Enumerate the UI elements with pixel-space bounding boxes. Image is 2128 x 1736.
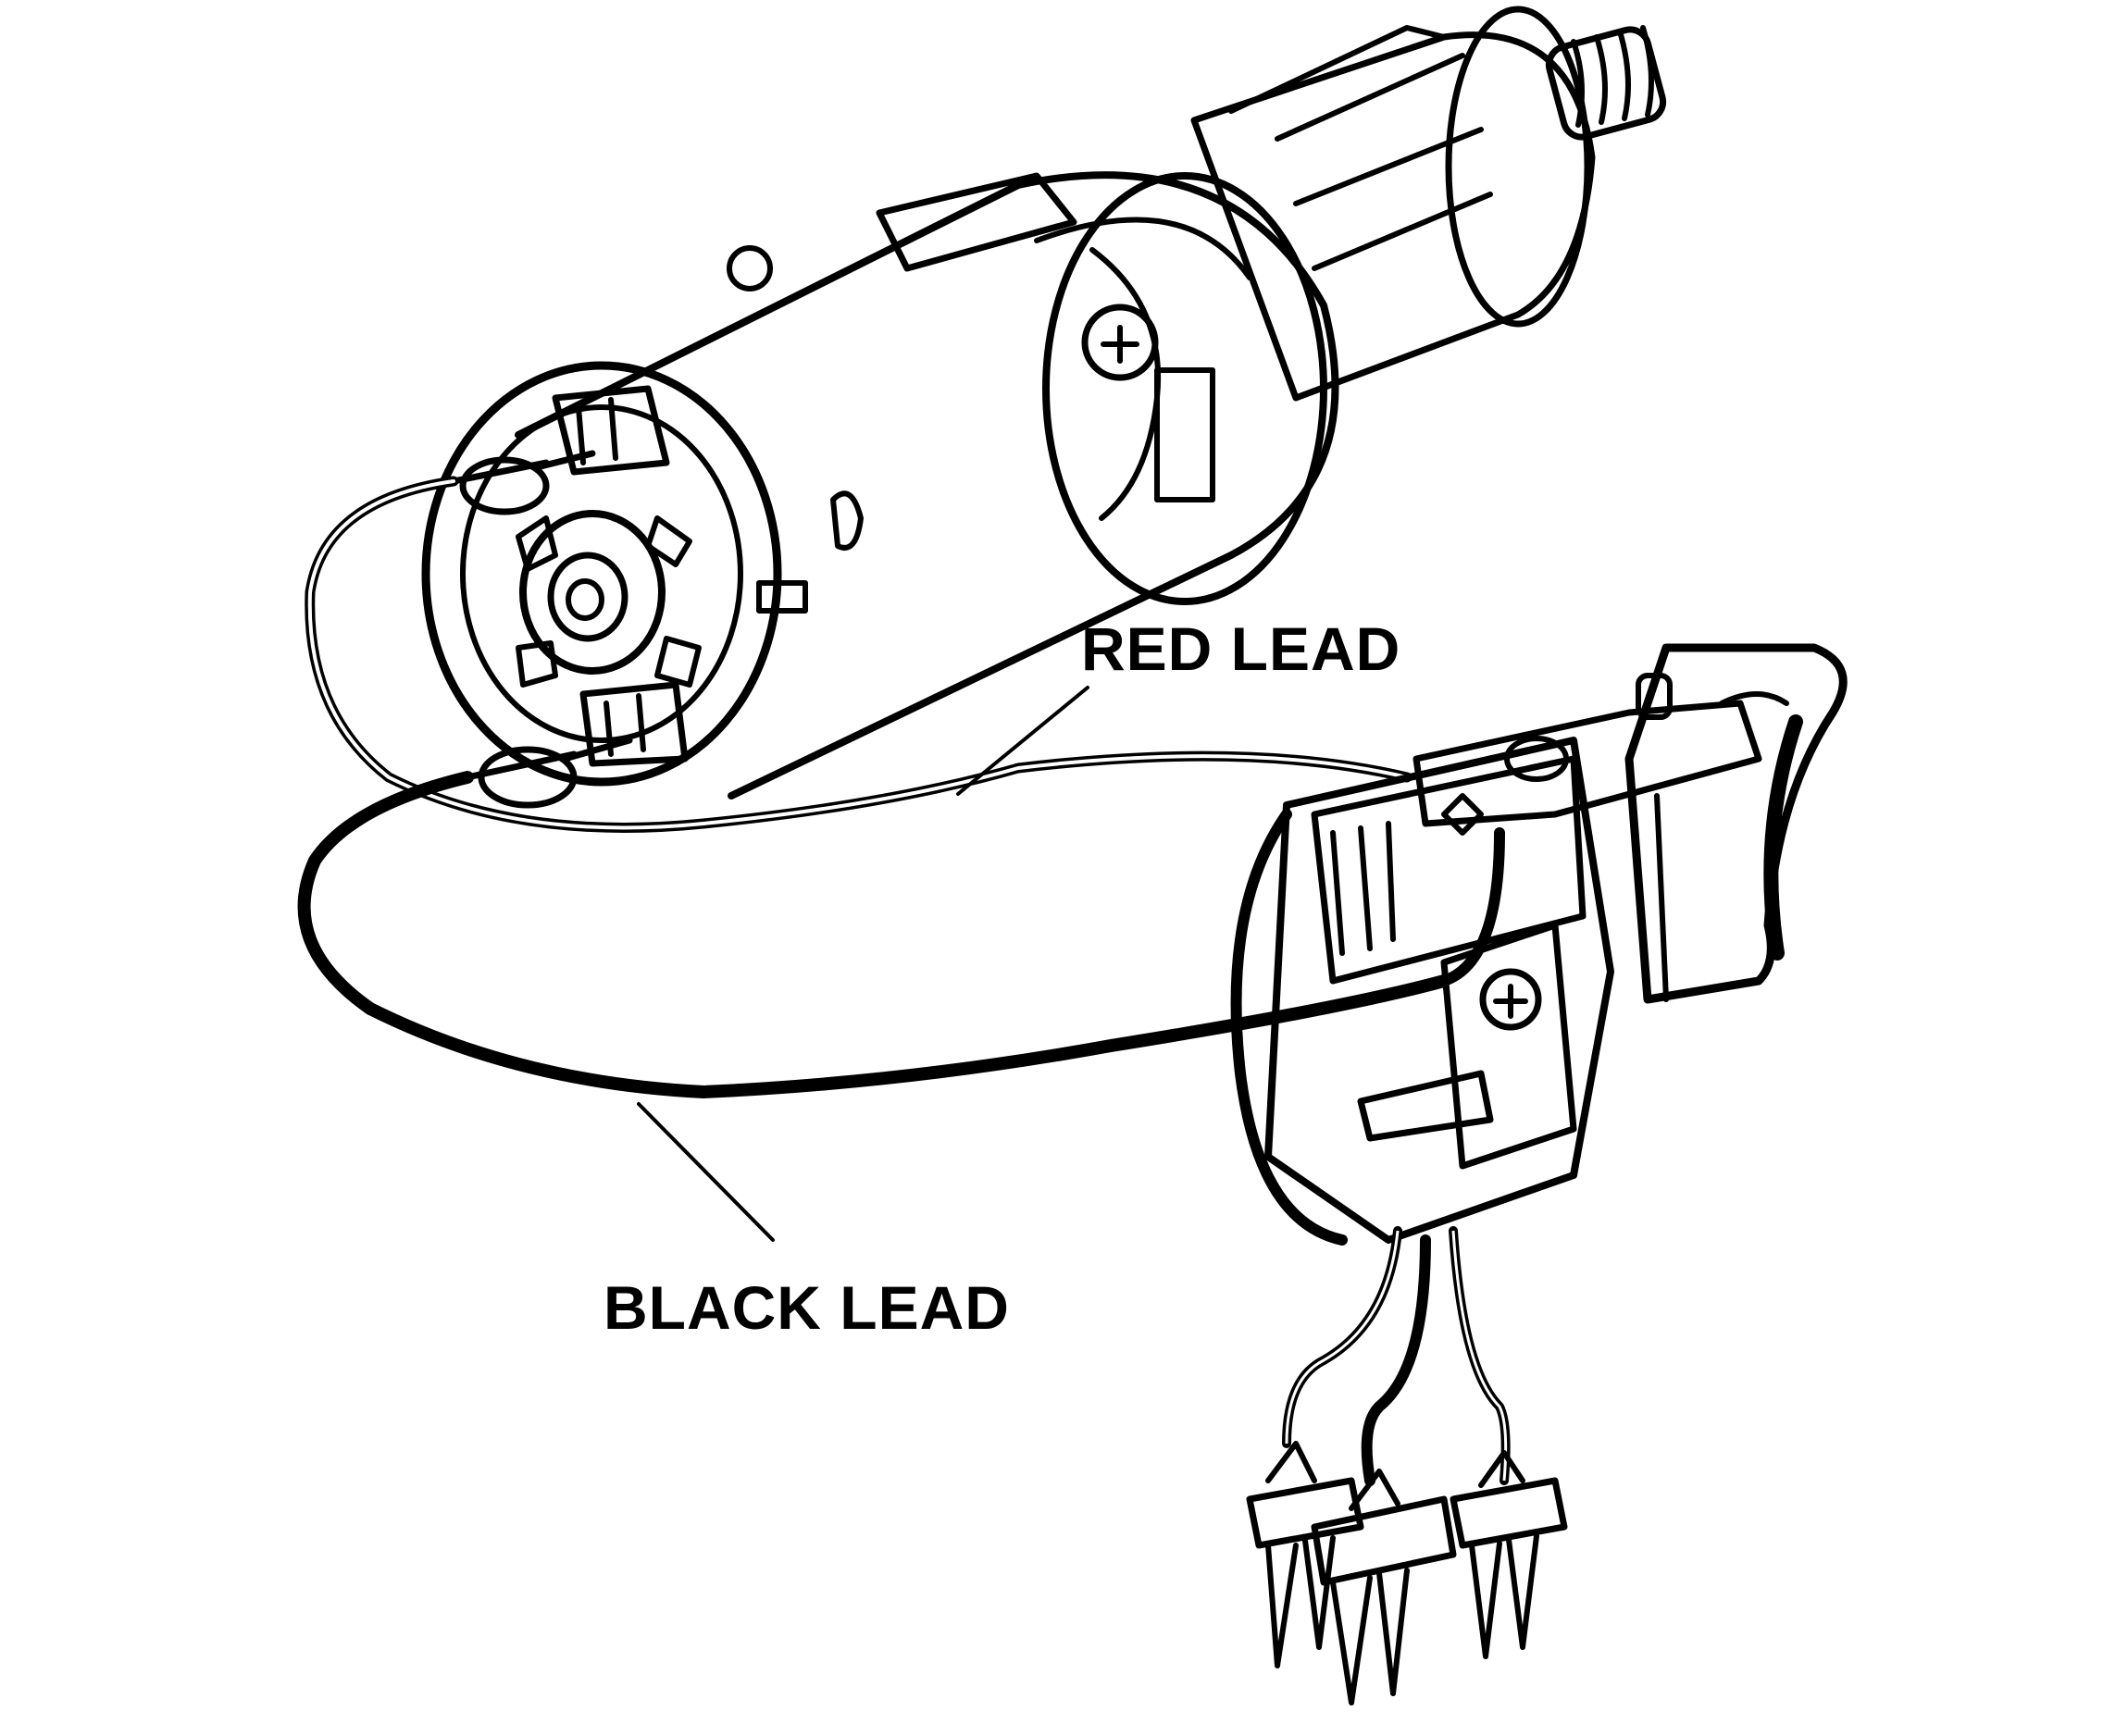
motor-can bbox=[515, 171, 1339, 800]
red-lead-leader-line bbox=[956, 686, 1089, 796]
battery-terminal-center bbox=[1311, 1469, 1457, 1705]
battery-terminal-left bbox=[1246, 1441, 1364, 1668]
black-lead-label: BLACK LEAD bbox=[604, 1273, 1010, 1342]
motor-screw-top bbox=[1081, 304, 1159, 381]
battery-terminal-right bbox=[1450, 1450, 1568, 1659]
brush-end-cap bbox=[421, 361, 864, 787]
threaded-spindle bbox=[1545, 25, 1667, 141]
red-lead-wire bbox=[305, 476, 1412, 833]
motor-assembly bbox=[421, 6, 1667, 809]
battery-leads bbox=[1282, 1226, 1511, 1486]
motor-screw-left bbox=[727, 245, 773, 291]
switch-screw bbox=[1479, 968, 1542, 1031]
black-lead-wire bbox=[297, 771, 1450, 1098]
black-lead-leader-line bbox=[637, 1102, 775, 1242]
terminal-top bbox=[450, 450, 596, 515]
gear-housing bbox=[1190, 6, 1596, 402]
red-lead-label: RED LEAD bbox=[1081, 614, 1401, 683]
terminal-bottom bbox=[464, 737, 633, 809]
trigger-switch bbox=[1230, 643, 1848, 1246]
